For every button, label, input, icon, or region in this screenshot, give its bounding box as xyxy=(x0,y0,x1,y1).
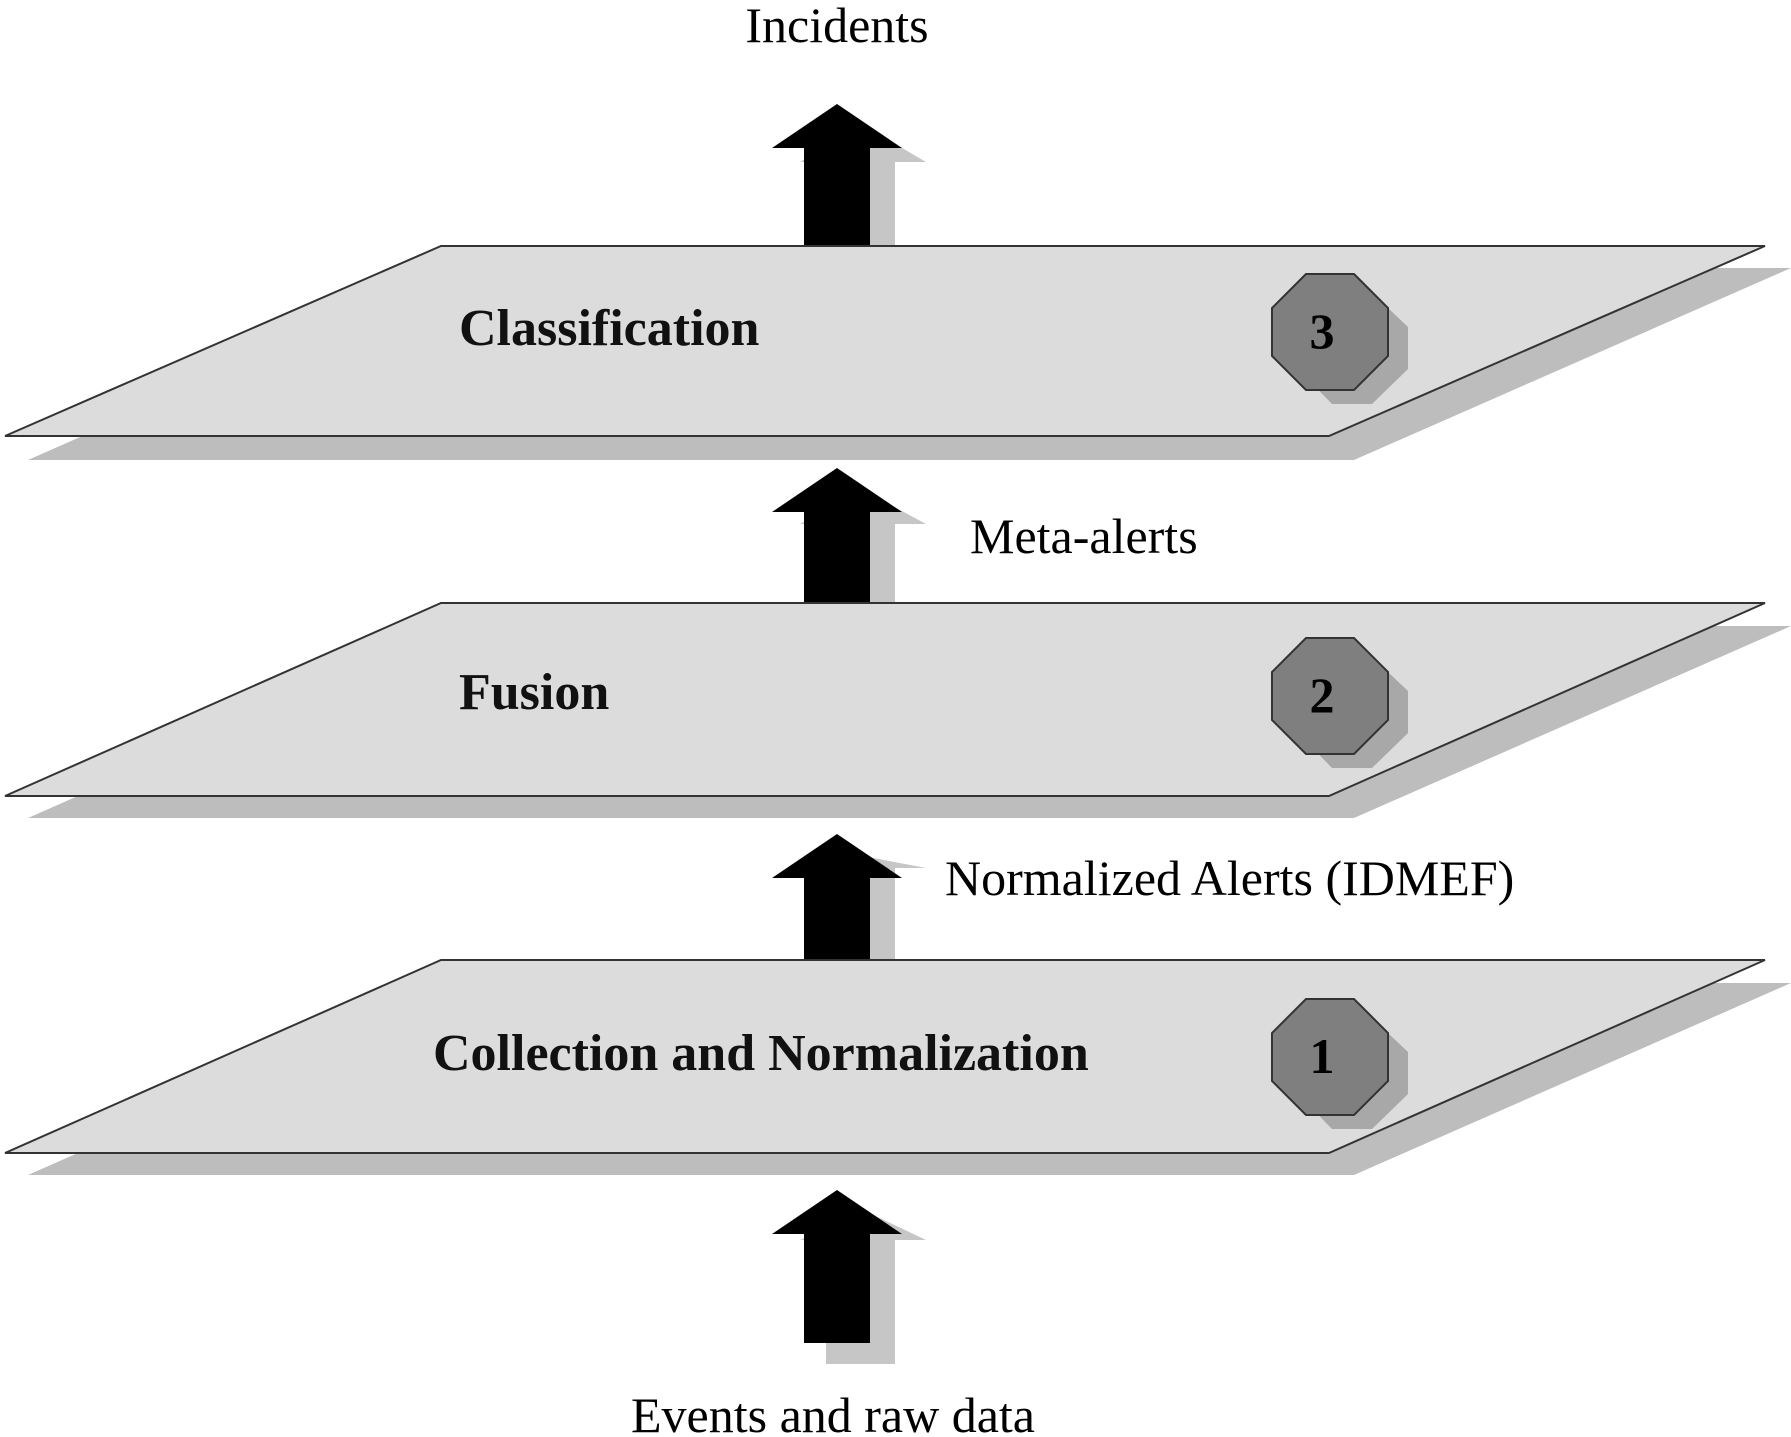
layer-title: Collection and Normalization xyxy=(433,1025,1089,1082)
layer-title: Fusion xyxy=(459,664,609,721)
octagon-icon xyxy=(1271,273,1389,391)
arrow-from-raw-data xyxy=(772,1190,926,1364)
layer-collection-normalization: Collection and Normalization 1 xyxy=(4,959,1791,1175)
step-badge: 1 xyxy=(1271,998,1408,1129)
layer-title: Classification xyxy=(459,300,760,357)
up-arrow-icon xyxy=(772,834,902,984)
layer-plane xyxy=(4,245,1766,437)
octagon-icon xyxy=(1271,998,1389,1116)
step-badge: 2 xyxy=(1271,637,1408,768)
up-arrow-icon xyxy=(772,104,902,275)
layer-plane xyxy=(4,602,1766,797)
step-number: 2 xyxy=(1310,667,1335,723)
flow-label-meta-alerts: Meta-alerts xyxy=(970,508,1198,564)
step-badge: 3 xyxy=(1271,273,1408,404)
layer-fusion: Fusion 2 xyxy=(4,602,1791,818)
input-label: Events and raw data xyxy=(631,1387,1035,1437)
output-label: Incidents xyxy=(745,0,928,53)
octagon-icon xyxy=(1271,637,1389,755)
up-arrow-icon xyxy=(772,1190,902,1343)
flow-label-normalized-alerts: Normalized Alerts (IDMEF) xyxy=(945,850,1514,906)
up-arrow-icon xyxy=(772,468,902,641)
step-number: 1 xyxy=(1310,1028,1335,1084)
step-number: 3 xyxy=(1310,303,1335,359)
layer-classification: Classification 3 xyxy=(4,245,1791,460)
